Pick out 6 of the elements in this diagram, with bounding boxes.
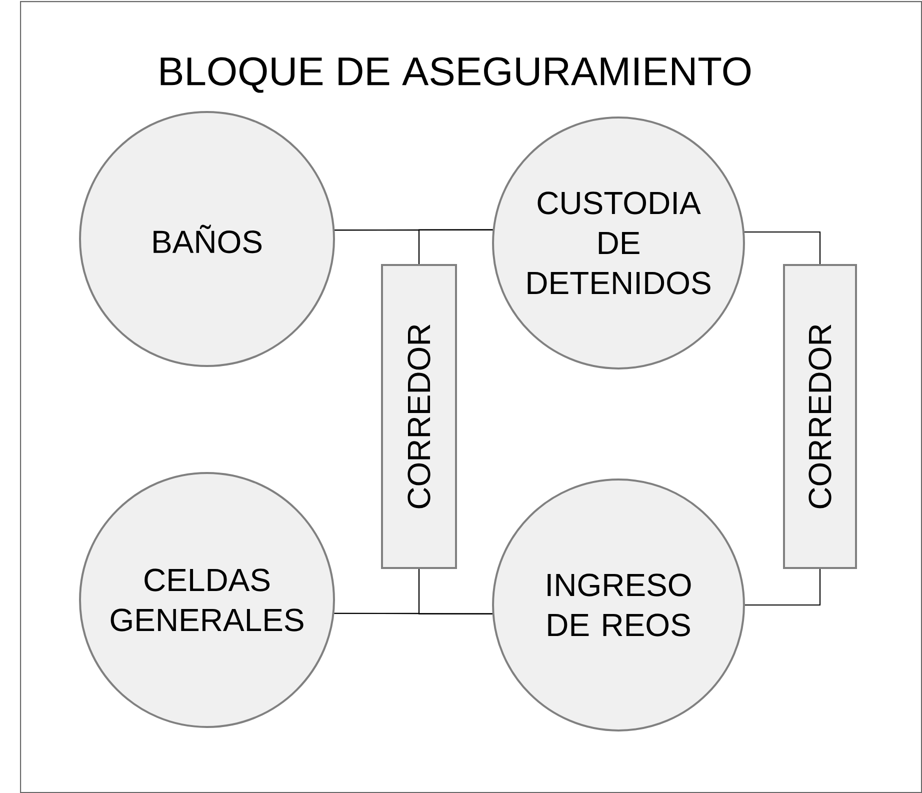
connector-line [744, 231, 821, 264]
corridor-box: CORREDOR [783, 264, 857, 569]
connector-line [418, 229, 493, 264]
connector-line [418, 568, 492, 614]
corridor-box: CORREDOR [381, 264, 457, 569]
connector-line [744, 568, 821, 606]
